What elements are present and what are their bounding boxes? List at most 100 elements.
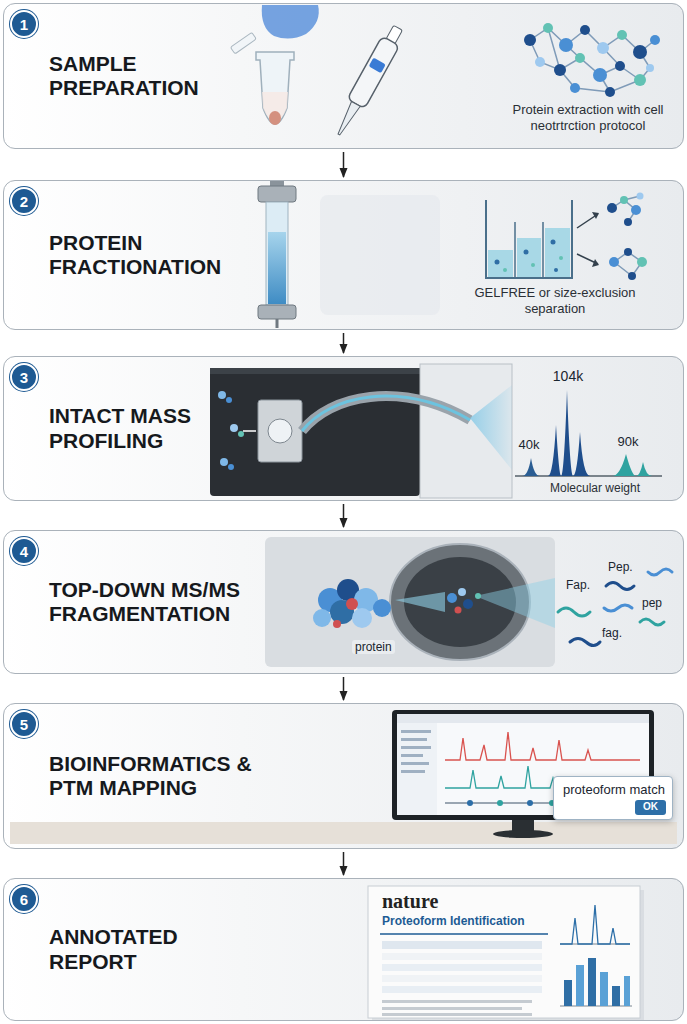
report-paper-illustration — [624, 976, 630, 1006]
protein-network-illustration — [615, 61, 625, 71]
dialog-text: proteoform match — [563, 782, 665, 798]
caption-text: GELFREE or size-exclusion separation — [470, 285, 640, 316]
separation-container-illustration — [628, 272, 636, 280]
report-paper-illustration — [382, 975, 542, 982]
tube-illustration — [269, 111, 281, 125]
separation-container-illustration — [551, 240, 556, 245]
peptide-fragments-illustration — [558, 569, 672, 646]
separation-container-illustration — [607, 203, 617, 213]
step-number: 2 — [10, 187, 38, 215]
mass-spectrometer-illustration — [210, 364, 512, 498]
separation-container-illustration — [486, 193, 647, 281]
report-paper-illustration — [382, 986, 542, 993]
mass-spectrometer-illustration — [268, 419, 292, 443]
step-number: 5 — [10, 710, 38, 738]
match-dialog: proteoform matchOK — [553, 776, 673, 820]
ok-button: OK — [635, 800, 666, 815]
workstation-illustration — [397, 723, 437, 815]
panel-background — [3, 180, 684, 330]
panel-background — [3, 878, 684, 1021]
part-label: protein — [352, 640, 395, 654]
pipette-illustration — [335, 101, 361, 136]
protein-network-illustration — [580, 25, 590, 35]
step-title: ANNOTATED REPORT — [49, 925, 254, 973]
column-illustration — [258, 181, 440, 328]
separation-container-illustration — [542, 222, 544, 278]
tube-illustration — [256, 52, 294, 124]
mass-spectrometer-illustration — [258, 400, 302, 462]
peptide-fragments-illustration — [648, 569, 672, 575]
protein-network-illustration — [524, 23, 660, 97]
mass-spectrum-chart — [612, 454, 652, 476]
protein-network-illustration — [543, 23, 553, 33]
pipette-illustration — [369, 58, 386, 74]
protein-blob-illustration — [313, 579, 391, 628]
step-number: 3 — [10, 363, 38, 391]
step-panel: ANNOTATED REPORT 6 — [3, 878, 684, 1021]
axis-label: Molecular weight — [535, 481, 655, 495]
button-label: OK — [643, 801, 658, 813]
report-paper-illustration — [382, 953, 542, 960]
workstation-illustration — [401, 746, 431, 749]
step-title: BIOINFORMATICS & PTM MAPPING — [49, 752, 254, 800]
tube-illustration — [230, 32, 294, 125]
report-paper-illustration — [564, 980, 572, 1006]
report-paper-illustration — [560, 905, 630, 944]
mass-spectrometer-illustration — [230, 424, 238, 432]
fragmentation-chamber-illustration — [447, 593, 457, 603]
protein-network-illustration — [634, 74, 646, 86]
peptide-fragments-illustration — [570, 639, 600, 646]
separation-container-illustration — [637, 257, 647, 267]
workstation-illustration — [10, 710, 677, 844]
report-paper-illustration — [600, 972, 608, 1006]
protein-network-illustration — [530, 28, 655, 92]
panel-background — [3, 356, 684, 501]
separation-container-illustration — [486, 200, 572, 278]
step-title: TOP-DOWN MS/MS FRAGMENTATION — [49, 578, 254, 626]
mass-spectrometer-illustration — [220, 458, 228, 466]
step-panel: BIOINFORMATICS & PTM MAPPING 5 proteoform … — [3, 703, 684, 849]
fragment-label: fag. — [602, 626, 634, 640]
peptide-fragments-illustration — [606, 583, 634, 590]
flow-arrow — [343, 504, 345, 527]
report-paper-illustration — [612, 986, 620, 1006]
separation-container-illustration — [531, 263, 535, 267]
mass-spectrometer-illustration — [226, 397, 232, 403]
fragmentation-chamber-illustration — [458, 588, 466, 596]
protein-network-illustration — [593, 68, 607, 82]
workstation-illustration — [401, 762, 429, 765]
caption-text: Protein extraction with cell neotrtrctio… — [500, 102, 676, 133]
protein-network-illustration — [559, 38, 573, 52]
report-paper-illustration — [368, 886, 640, 1018]
protein-network-illustration — [535, 57, 545, 67]
step-title: PROTEIN FRACTIONATION — [49, 231, 254, 279]
protein-network-illustration — [570, 83, 580, 93]
column-illustration — [258, 305, 296, 319]
mass-spectrometer-illustration — [210, 368, 420, 496]
workstation-illustration — [497, 800, 503, 806]
report-paper-illustration — [382, 941, 542, 949]
workstation-illustration — [10, 822, 677, 844]
separation-container-illustration — [503, 268, 507, 272]
column-illustration — [320, 195, 440, 315]
protein-network-illustration — [650, 35, 660, 45]
separation-container-illustration — [554, 268, 558, 272]
mass-spectrometer-illustration — [238, 431, 244, 437]
mass-spectrometer-illustration — [243, 430, 256, 432]
workstation-illustration — [397, 714, 649, 723]
step-number: 6 — [10, 885, 38, 913]
fragment-label: Fap. — [566, 578, 598, 592]
peptide-fragments-illustration — [558, 608, 590, 616]
separation-container-illustration — [524, 250, 529, 255]
mass-spectrum-chart — [515, 390, 662, 476]
separation-container-illustration — [514, 222, 516, 278]
protein-blob-illustration — [346, 598, 358, 610]
mass-spectrometer-illustration — [218, 391, 226, 399]
panel-background — [3, 703, 684, 849]
fragmentation-chamber-illustration — [475, 578, 555, 628]
report-heading: Proteoform Identification — [382, 914, 525, 928]
flow-arrow — [343, 677, 345, 700]
panel-background — [3, 3, 684, 1021]
peak-label: 40k — [514, 437, 544, 453]
report-paper-illustration — [368, 886, 644, 1021]
